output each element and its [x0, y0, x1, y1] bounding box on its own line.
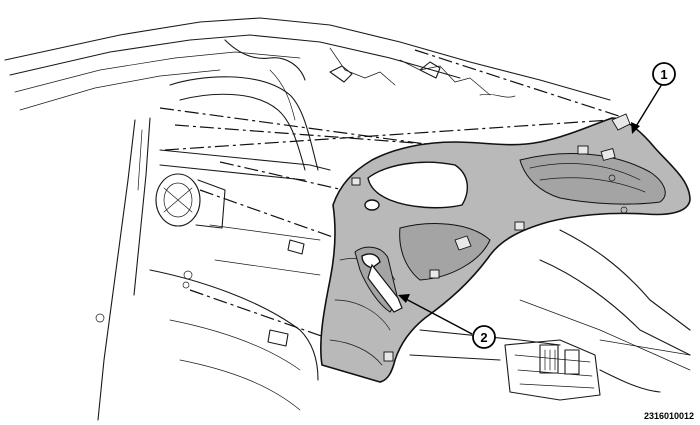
- callout-2: 2: [398, 294, 496, 349]
- vehicle-body-structure: [4, 17, 691, 421]
- connector-cluster: [504, 339, 661, 401]
- seat-belt-bezel: [354, 246, 403, 313]
- callout-1-label: 1: [660, 67, 667, 82]
- figure-id: 2316010012: [643, 411, 694, 421]
- callout-1: 1: [631, 62, 676, 134]
- quarter-trim-panel: [320, 113, 691, 383]
- callout-2-label: 2: [480, 330, 487, 345]
